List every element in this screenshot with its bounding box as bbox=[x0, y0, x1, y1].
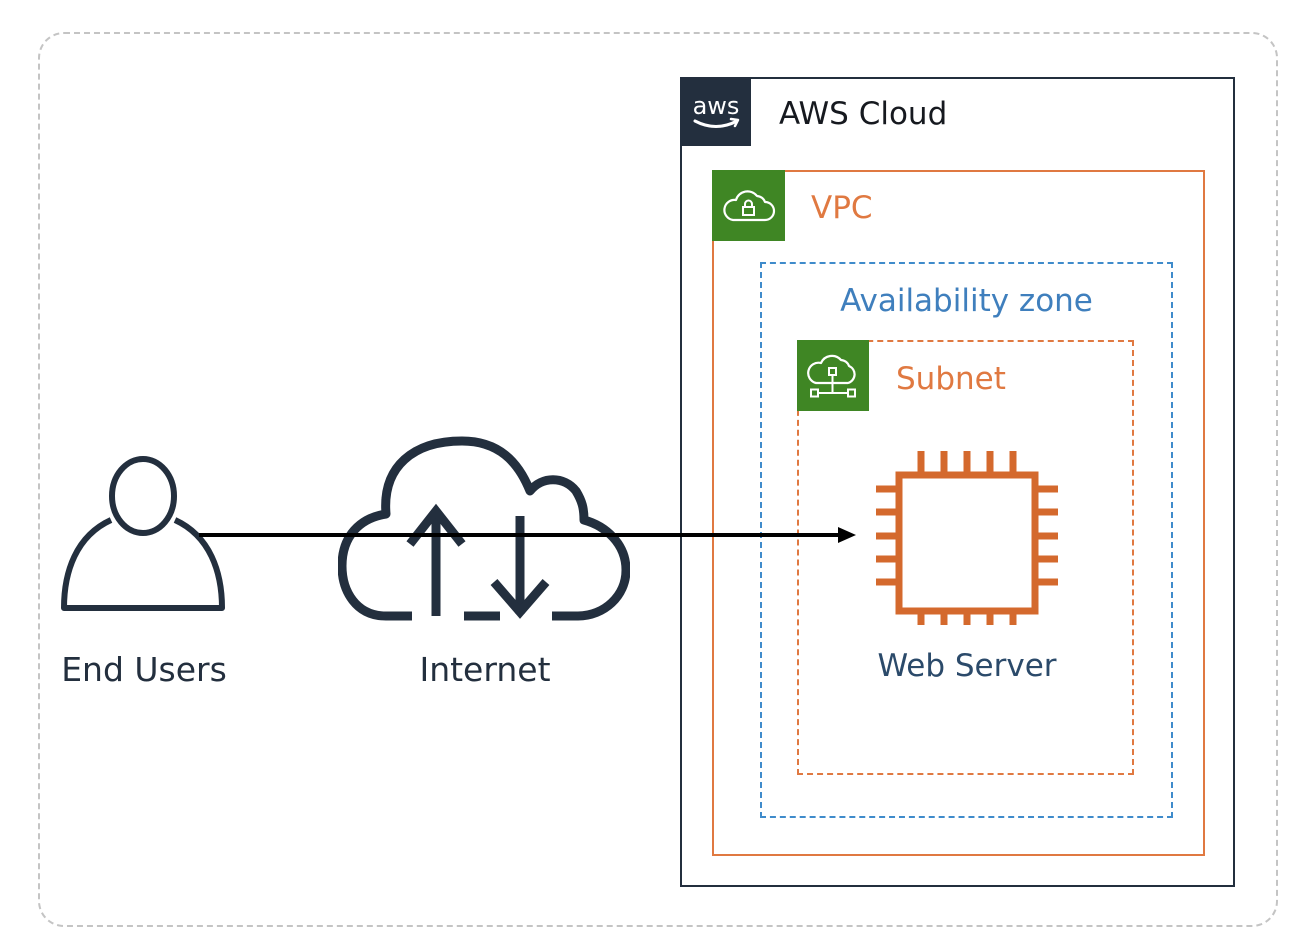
svg-text:aws: aws bbox=[693, 92, 740, 120]
subnet-network-cloud-icon bbox=[797, 340, 869, 411]
web-server-ec2-instance-icon bbox=[876, 448, 1058, 626]
end-users-person-icon bbox=[58, 452, 228, 614]
arrowhead-icon bbox=[838, 527, 856, 543]
aws-cloud-group bbox=[680, 77, 1235, 887]
subnet-label: Subnet bbox=[896, 361, 1006, 397]
aws-cloud-label: AWS Cloud bbox=[779, 96, 948, 132]
availability-zone-group bbox=[760, 262, 1173, 818]
diagram-canvas-frame bbox=[38, 32, 1278, 927]
vpc-lock-cloud-icon bbox=[712, 170, 785, 241]
subnet-group bbox=[797, 340, 1134, 775]
vpc-group bbox=[712, 170, 1205, 856]
aws-logo-icon: aws bbox=[681, 78, 751, 146]
internet-label: Internet bbox=[419, 650, 551, 689]
end-users-label: End Users bbox=[61, 650, 227, 689]
vpc-label: VPC bbox=[811, 190, 873, 226]
availability-zone-label: Availability zone bbox=[840, 283, 1093, 319]
web-server-label: Web Server bbox=[877, 648, 1057, 684]
